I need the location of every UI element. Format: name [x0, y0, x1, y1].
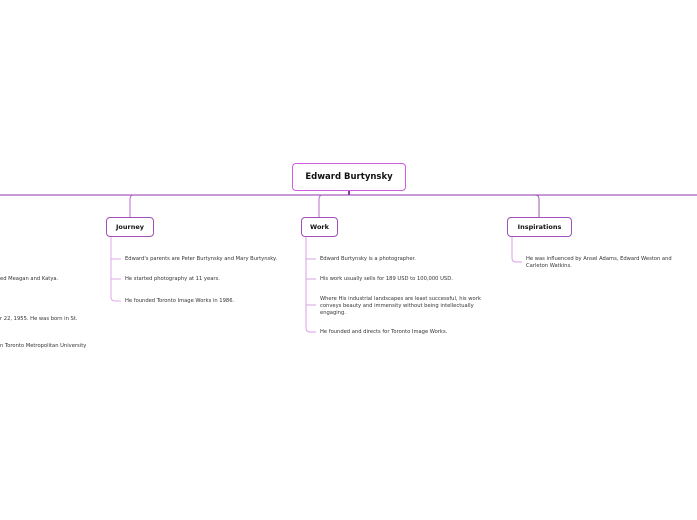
journey-item[interactable]: Edward's parents are Peter Burtynsky and…	[125, 256, 278, 262]
work-leaf-lines	[305, 236, 316, 333]
inspirations-item[interactable]: He was influenced by Ansel Adams, Edward…	[526, 256, 672, 269]
journey-item[interactable]: He founded Toronto Image Works in 1986.	[125, 298, 235, 304]
work-item[interactable]: Edward Burtynsky is a photographer.	[320, 256, 416, 262]
offscreen-item[interactable]: n Toronto Metropolitan University	[0, 343, 87, 349]
work-item[interactable]: He founded and directs for Toronto Image…	[320, 329, 448, 335]
work-connector	[318, 194, 324, 217]
work-item[interactable]: Where His industrial landscapes are leas…	[320, 296, 481, 316]
work-item[interactable]: His work usually sells for 189 USD to 10…	[320, 276, 453, 282]
journey-leaf-lines	[110, 236, 121, 302]
inspirations-leaf-line	[511, 236, 522, 263]
journey-item[interactable]: He started photography at 11 years.	[125, 276, 220, 282]
journey-connector	[129, 194, 135, 217]
root-node[interactable]: Edward Burtynsky	[292, 163, 406, 191]
branch-work[interactable]: Work	[301, 217, 338, 237]
inspirations-connector	[534, 194, 540, 217]
branch-inspirations[interactable]: Inspirations	[507, 217, 572, 237]
offscreen-item[interactable]: ed Meagan and Katya.	[0, 276, 59, 282]
offscreen-item[interactable]: r 22, 1955. He was born in St.	[0, 316, 78, 322]
branch-journey[interactable]: Journey	[106, 217, 154, 237]
